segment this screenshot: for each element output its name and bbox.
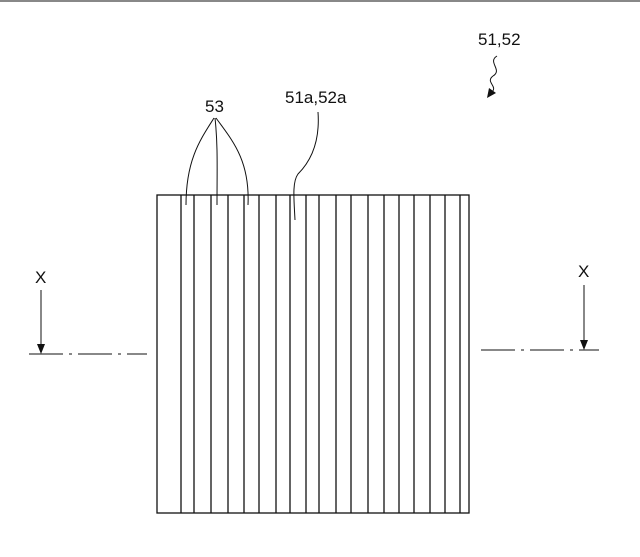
surface-reference-label: 51a,52a — [285, 88, 347, 107]
section-arrowhead-right — [580, 340, 588, 350]
groove-leader-line-1 — [186, 118, 214, 205]
groove-reference-label: 53 — [205, 97, 224, 116]
groove-lines — [181, 195, 460, 513]
section-label-right: X — [578, 262, 589, 281]
groove-leader-line-2 — [215, 118, 217, 205]
groove-leader-line-3 — [216, 118, 248, 205]
assembly-leader-line — [490, 56, 497, 92]
plate-outline — [157, 195, 469, 513]
section-label-left: X — [35, 268, 46, 287]
section-arrowhead-left — [37, 344, 45, 354]
assembly-arrowhead — [487, 88, 496, 98]
assembly-reference-label: 51,52 — [478, 30, 521, 49]
